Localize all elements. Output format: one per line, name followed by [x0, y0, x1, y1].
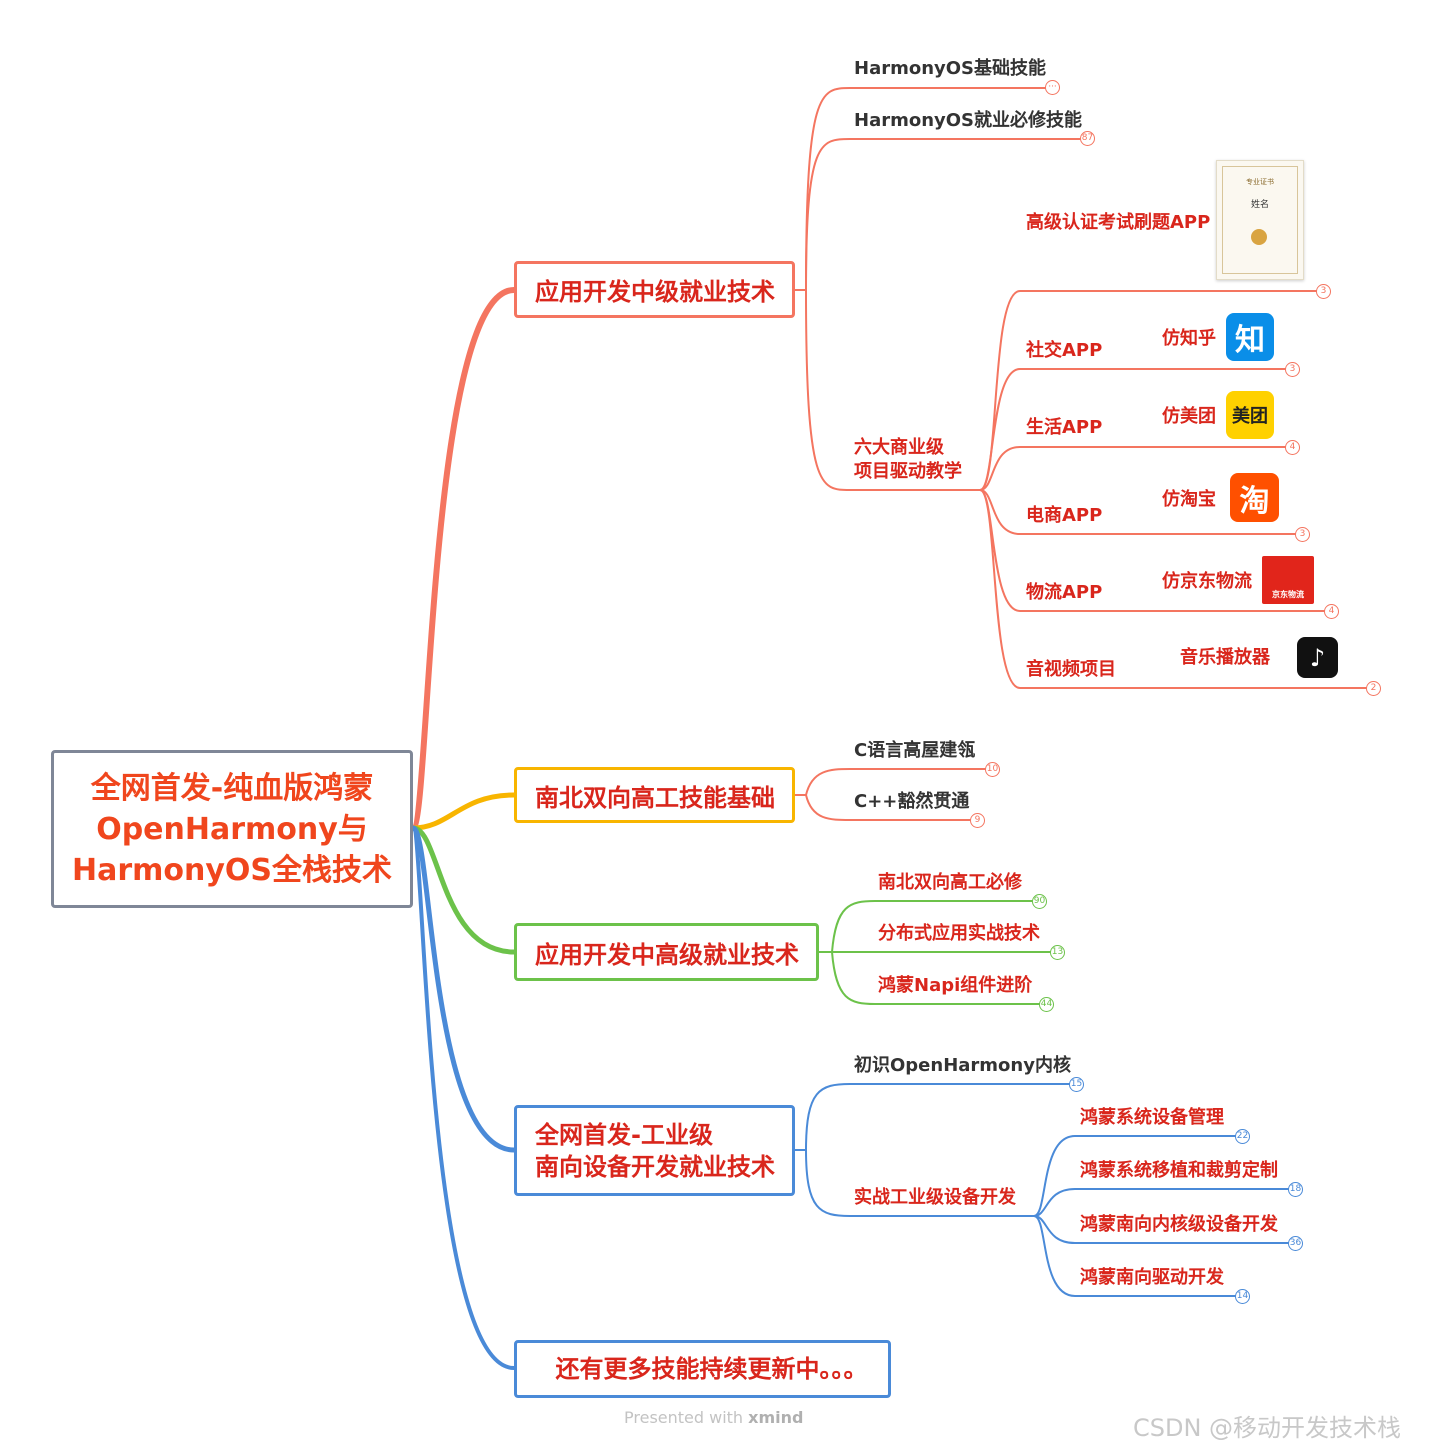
link-root-branch4	[410, 825, 517, 1153]
branch3-c3-badge[interactable]: 44	[1039, 997, 1054, 1012]
branch2-c2-label[interactable]: C++豁然贯通	[854, 791, 970, 812]
link-root-branch3	[410, 825, 517, 955]
branch1-c2-label[interactable]: HarmonyOS就业必修技能	[854, 110, 1083, 131]
branch1-c1-label[interactable]: HarmonyOS基础技能	[854, 58, 1047, 79]
certificate-image: 专业证书 姓名	[1216, 160, 1304, 280]
cert-app-label[interactable]: 高级认证考试刷题APP	[1026, 212, 1211, 233]
project-life-badge[interactable]: 4	[1285, 440, 1300, 455]
branch4-line1: 全网首发-工业级	[535, 1120, 713, 1149]
root-line2: OpenHarmony与	[96, 811, 368, 847]
root-topic[interactable]: 全网首发-纯血版鸿蒙 OpenHarmony与 HarmonyOS全栈技术	[51, 750, 413, 908]
link-root-branch2	[410, 792, 517, 831]
project-media-sub[interactable]: 音乐播放器	[1180, 647, 1270, 668]
branch2-c2-badge[interactable]: 9	[970, 813, 985, 828]
link-root-branch1	[410, 287, 517, 831]
branch3-c2-badge[interactable]: 13	[1050, 945, 1065, 960]
branch4-item3-badge[interactable]: 36	[1288, 1236, 1303, 1251]
branch4-item4-label[interactable]: 鸿蒙南向驱动开发	[1080, 1267, 1224, 1288]
project-logistics-sub[interactable]: 仿京东物流	[1162, 571, 1252, 592]
branch1-topic[interactable]: 应用开发中级就业技术	[514, 261, 795, 318]
csdn-watermark: CSDN @移动开发技术栈	[1133, 1414, 1402, 1442]
taobao-icon: 淘	[1230, 473, 1279, 522]
project-logistics-badge[interactable]: 4	[1324, 604, 1339, 619]
branch3-topic[interactable]: 应用开发中高级就业技术	[514, 923, 819, 981]
branch4-c1-badge[interactable]: 15	[1069, 1077, 1084, 1092]
branch4-item1-label[interactable]: 鸿蒙系统设备管理	[1080, 1107, 1224, 1128]
branch4-item2-label[interactable]: 鸿蒙系统移植和裁剪定制	[1080, 1160, 1278, 1181]
branch5-topic[interactable]: 还有更多技能持续更新中。。。	[514, 1340, 891, 1398]
meituan-icon: 美团	[1226, 391, 1274, 439]
branch3-c3-label[interactable]: 鸿蒙Napi组件进阶	[878, 975, 1033, 996]
branch4-item3-label[interactable]: 鸿蒙南向内核级设备开发	[1080, 1214, 1278, 1235]
branch1-c1-badge[interactable]: ···	[1045, 80, 1060, 95]
branch4-line2: 南向设备开发就业技术	[535, 1152, 775, 1181]
projects-badge[interactable]: 3	[1316, 284, 1331, 299]
branch4-topic[interactable]: 全网首发-工业级 南向设备开发就业技术	[514, 1105, 795, 1196]
projects-line2[interactable]: 项目驱动教学	[854, 461, 962, 482]
branch4-c2-label[interactable]: 实战工业级设备开发	[854, 1187, 1016, 1208]
footer-presented: Presented with	[624, 1408, 744, 1427]
project-ecom-label[interactable]: 电商APP	[1026, 505, 1103, 526]
branch3-c1-badge[interactable]: 90	[1032, 894, 1047, 909]
project-social-sub[interactable]: 仿知乎	[1162, 328, 1216, 349]
project-ecom-badge[interactable]: 3	[1295, 527, 1310, 542]
branch2-topic[interactable]: 南北双向高工技能基础	[514, 767, 795, 823]
footer-brand: xmind	[748, 1408, 804, 1427]
branch3-c1-label[interactable]: 南北双向高工必修	[878, 872, 1022, 893]
project-social-label[interactable]: 社交APP	[1026, 340, 1103, 361]
branch2-c1-label[interactable]: C语言高屋建瓴	[854, 740, 976, 761]
branch2-c1-badge[interactable]: 10	[985, 762, 1000, 777]
branch1-c2-badge[interactable]: 87	[1080, 131, 1095, 146]
branch4-item4-badge[interactable]: 14	[1235, 1289, 1250, 1304]
project-ecom-sub[interactable]: 仿淘宝	[1162, 489, 1216, 510]
branch4-c1-label[interactable]: 初识OpenHarmony内核	[854, 1055, 1071, 1076]
project-social-badge[interactable]: 3	[1285, 362, 1300, 377]
root-line1: 全网首发-纯血版鸿蒙	[90, 770, 374, 806]
tiktok-icon: ♪	[1297, 637, 1338, 678]
branch4-item1-badge[interactable]: 22	[1235, 1129, 1250, 1144]
branch3-c2-label[interactable]: 分布式应用实战技术	[878, 923, 1040, 944]
project-media-label[interactable]: 音视频项目	[1026, 659, 1116, 680]
project-media-badge[interactable]: 2	[1366, 681, 1381, 696]
project-life-label[interactable]: 生活APP	[1026, 417, 1103, 438]
root-line3: HarmonyOS全栈技术	[71, 852, 393, 888]
project-life-sub[interactable]: 仿美团	[1162, 406, 1216, 427]
branch4-item2-badge[interactable]: 18	[1288, 1182, 1303, 1197]
xmind-footer: Presented with xmind	[624, 1408, 803, 1427]
project-logistics-label[interactable]: 物流APP	[1026, 582, 1103, 603]
zhihu-icon: 知	[1226, 313, 1274, 361]
seal-icon	[1251, 229, 1267, 245]
jd-logistics-icon: 京东物流	[1262, 556, 1314, 604]
cert-title: 专业证书	[1246, 178, 1274, 186]
link-root-branch5	[411, 826, 516, 1370]
cert-name: 姓名	[1250, 200, 1269, 210]
projects-line1[interactable]: 六大商业级	[854, 437, 944, 458]
